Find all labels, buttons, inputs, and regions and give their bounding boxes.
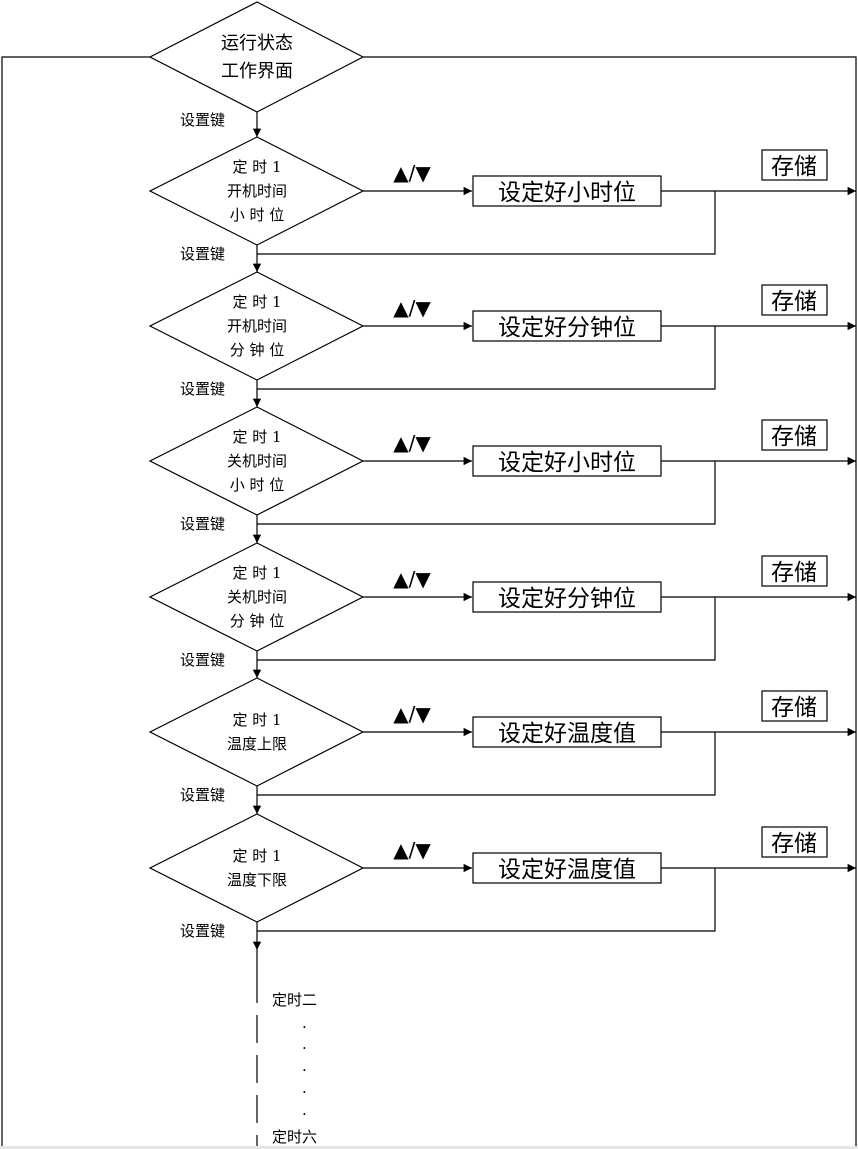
continuation-end-label: 定时六 — [272, 1128, 317, 1146]
action-box-label: 设定好分钟位 — [498, 586, 636, 612]
diamond-text-line: 定 时 1 — [232, 564, 281, 582]
action-box — [472, 716, 662, 748]
diamond-text-line: 分 钟 位 — [230, 341, 285, 359]
store-box-label: 存储 — [771, 154, 817, 180]
set-key-label: 设置键 — [180, 515, 225, 533]
top-state-line1: 运行状态 — [221, 33, 293, 54]
store-box-label: 存储 — [771, 289, 817, 315]
store-box — [761, 284, 828, 316]
return-loop-line — [257, 868, 716, 932]
decision-diamond — [148, 677, 365, 787]
diamond-text-line: 温度下限 — [227, 871, 287, 889]
continuation-dot: · — [302, 1061, 307, 1079]
diamond-text-line: 开机时间 — [227, 182, 287, 200]
store-box — [761, 690, 828, 722]
store-box-label: 存储 — [771, 695, 817, 721]
diamond-text-line: 关机时间 — [227, 588, 287, 606]
up-down-keys-label: ▲/▼ — [393, 161, 431, 185]
diamond-text-line: 定 时 1 — [232, 711, 281, 729]
store-box-label: 存储 — [771, 831, 817, 857]
decision-diamond — [148, 813, 365, 923]
continuation-dot: · — [302, 1018, 307, 1036]
action-box — [472, 175, 662, 207]
set-key-label: 设置键 — [180, 245, 225, 263]
store-box — [761, 826, 828, 858]
diamond-text-line: 小 时 位 — [230, 206, 285, 224]
diamond-text-line: 开机时间 — [227, 317, 287, 335]
store-box — [761, 149, 828, 181]
set-key-label: 设置键 — [180, 651, 225, 669]
return-loop-line — [257, 461, 716, 525]
diamond-text-line: 定 时 1 — [232, 428, 281, 446]
set-key-label: 设置键 — [180, 380, 225, 398]
store-box-label: 存储 — [771, 560, 817, 586]
top-state-line2: 工作界面 — [221, 61, 293, 82]
action-box-label: 设定好温度值 — [498, 721, 636, 747]
action-box — [472, 581, 662, 613]
return-loop-line — [257, 326, 716, 390]
top-loop-line — [363, 56, 857, 1146]
up-down-keys-label: ▲/▼ — [393, 431, 431, 455]
action-box-label: 设定好温度值 — [498, 857, 636, 883]
return-loop-line — [257, 191, 716, 255]
top-state-diamond: 运行状态 工作界面 — [148, 1, 365, 113]
left-return-line — [1, 56, 150, 1146]
action-box — [472, 852, 662, 884]
continuation-start-label: 定时二 — [272, 991, 317, 1009]
diamond-text-line: 定 时 1 — [232, 158, 281, 176]
set-key-label: 设置键 — [180, 111, 225, 129]
store-box-label: 存储 — [771, 424, 817, 450]
diamond-text-line: 温度上限 — [227, 735, 287, 753]
set-key-label: 设置键 — [180, 786, 225, 804]
diamond-text-line: 定 时 1 — [232, 847, 281, 865]
store-box — [761, 555, 828, 587]
continuation-dot: · — [302, 1105, 307, 1123]
diamond-text-line: 定 时 1 — [232, 293, 281, 311]
up-down-keys-label: ▲/▼ — [393, 702, 431, 726]
action-box-label: 设定好小时位 — [498, 180, 636, 206]
return-loop-line — [257, 597, 716, 661]
up-down-keys-label: ▲/▼ — [393, 838, 431, 862]
diamond-text-line: 关机时间 — [227, 452, 287, 470]
diamond-text-line: 分 钟 位 — [230, 612, 285, 630]
set-key-label: 设置键 — [180, 922, 225, 940]
action-box-label: 设定好小时位 — [498, 450, 636, 476]
continuation-dot: · — [302, 1039, 307, 1057]
store-box — [761, 419, 828, 451]
bottom-edge — [0, 1146, 858, 1149]
return-loop-line — [257, 732, 716, 796]
up-down-keys-label: ▲/▼ — [393, 296, 431, 320]
continuation-dot: · — [302, 1083, 307, 1101]
action-box-label: 设定好分钟位 — [498, 315, 636, 341]
up-down-keys-label: ▲/▼ — [393, 567, 431, 591]
diamond-text-line: 小 时 位 — [230, 476, 285, 494]
